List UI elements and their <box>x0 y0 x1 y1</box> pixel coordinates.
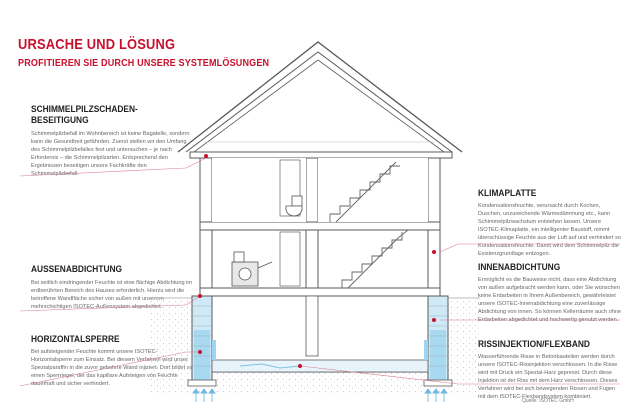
washing-machine-icon <box>232 252 272 286</box>
roof <box>178 42 462 158</box>
basement <box>188 296 452 386</box>
door-middle <box>280 232 300 286</box>
